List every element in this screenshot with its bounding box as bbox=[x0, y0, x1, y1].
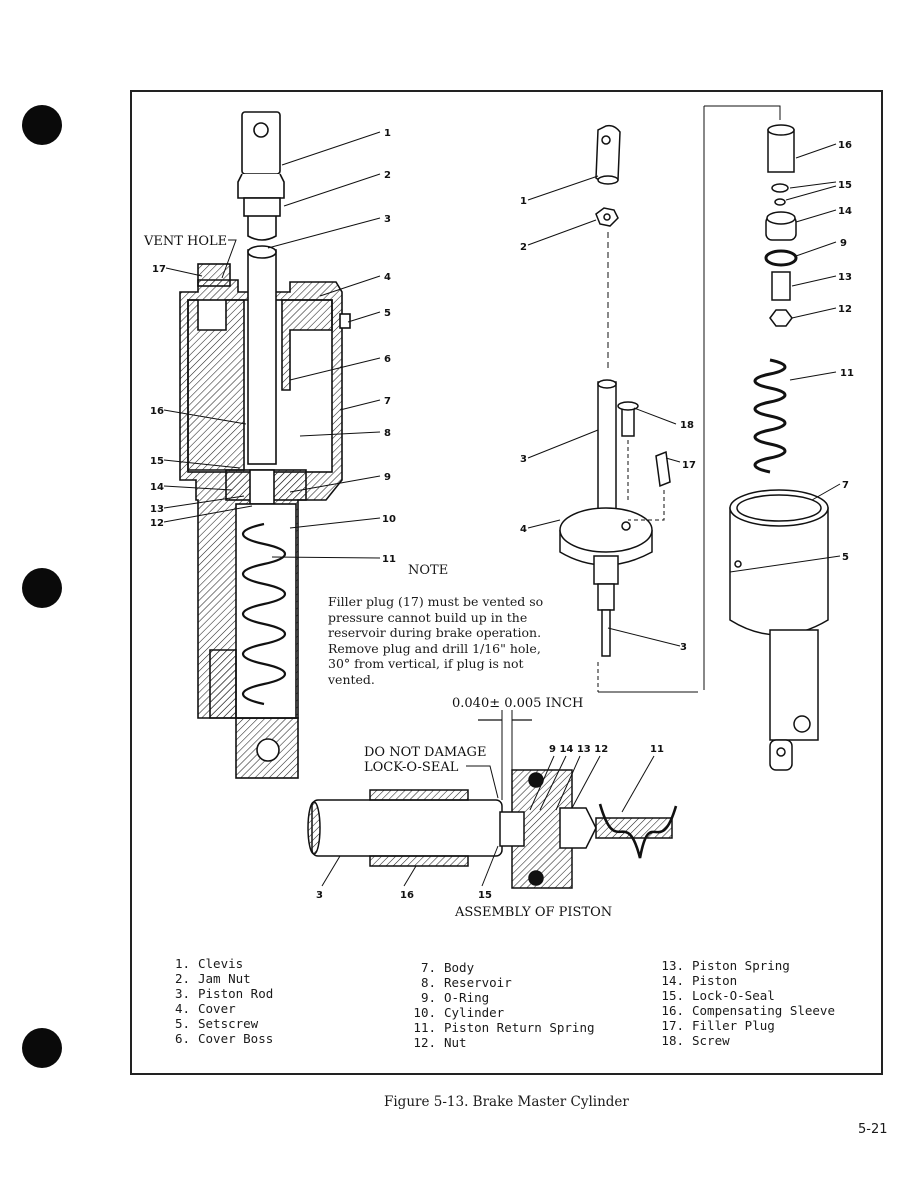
callout-14-exploded: 14 bbox=[838, 206, 852, 217]
callout-5-exploded: 5 bbox=[842, 552, 849, 563]
callout-12: 12 bbox=[150, 518, 164, 529]
detail-title: ASSEMBLY OF PISTON bbox=[454, 905, 612, 920]
legend-item: 5.Setscrew bbox=[174, 1016, 259, 1031]
callout-2: 2 bbox=[384, 170, 391, 181]
callout-3-exploded: 3 bbox=[520, 454, 527, 465]
parts-legend-column-1: 1.Clevis 2.Jam Nut 3.Piston Rod 4.Cover … bbox=[166, 956, 273, 1046]
binder-punch-hole-top bbox=[22, 105, 62, 145]
right-leaders bbox=[729, 143, 841, 573]
callout-11-exploded: 11 bbox=[840, 368, 854, 379]
right-exploded-view bbox=[598, 105, 829, 771]
sectional-view bbox=[179, 111, 351, 779]
legend-item: 1.Clevis bbox=[174, 956, 244, 971]
callout-16-exploded: 16 bbox=[838, 140, 852, 151]
callout-13: 13 bbox=[150, 504, 164, 515]
middle-leaders bbox=[527, 175, 681, 647]
figure-caption: Figure 5-13. Brake Master Cylinder bbox=[384, 1094, 629, 1110]
legend-item: 7.Body bbox=[420, 960, 475, 975]
callout-15-detail: 15 bbox=[478, 890, 492, 901]
callout-16-detail: 16 bbox=[400, 890, 414, 901]
legend-item: 15.Lock-O-Seal bbox=[661, 988, 775, 1003]
warning-line-2: LOCK-O-SEAL bbox=[364, 760, 459, 775]
parts-legend-column-3: 13.Piston Spring 14.Piston 15.Lock-O-Sea… bbox=[660, 958, 835, 1048]
callout-18: 18 bbox=[680, 420, 694, 431]
legend-item: 11.Piston Return Spring bbox=[413, 1020, 595, 1035]
legend-item: 17.Filler Plug bbox=[661, 1018, 775, 1033]
callout-5: 5 bbox=[384, 308, 391, 319]
callout-3-rod-end: 3 bbox=[680, 642, 687, 653]
callout-3-detail: 3 bbox=[316, 890, 323, 901]
note-body: Filler plug (17) must be vented so press… bbox=[328, 594, 544, 687]
binder-punch-hole-middle bbox=[22, 568, 62, 608]
legend-item: 3.Piston Rod bbox=[174, 986, 274, 1001]
callout-1-exploded: 1 bbox=[520, 196, 527, 207]
callout-9: 9 bbox=[384, 472, 391, 483]
callout-12-exploded: 12 bbox=[838, 304, 852, 315]
page-number: 5-21 bbox=[858, 1122, 888, 1137]
callout-13-exploded: 13 bbox=[838, 272, 852, 283]
callout-9-exploded: 9 bbox=[840, 238, 847, 249]
callout-17: 17 bbox=[152, 264, 166, 275]
callout-4-exploded: 4 bbox=[520, 524, 527, 535]
callout-1: 1 bbox=[384, 128, 391, 139]
sectional-leaders bbox=[163, 131, 381, 559]
callout-14: 14 bbox=[150, 482, 164, 493]
callout-15: 15 bbox=[150, 456, 164, 467]
callout-sequence-9-14-13-12: 9 14 13 12 bbox=[549, 744, 608, 755]
middle-exploded-view bbox=[559, 124, 671, 692]
callout-6: 6 bbox=[384, 354, 391, 365]
legend-item: 4.Cover bbox=[174, 1001, 236, 1016]
legend-item: 12.Nut bbox=[413, 1035, 467, 1050]
callout-3: 3 bbox=[384, 214, 391, 225]
callout-2-exploded: 2 bbox=[520, 242, 527, 253]
callout-16: 16 bbox=[150, 406, 164, 417]
legend-item: 13.Piston Spring bbox=[661, 958, 790, 973]
legend-item: 6.Cover Boss bbox=[174, 1031, 274, 1046]
callout-7-exploded: 7 bbox=[842, 480, 849, 491]
legend-item: 9.O-Ring bbox=[420, 990, 490, 1005]
note-title: NOTE bbox=[408, 563, 449, 578]
callout-8: 8 bbox=[384, 428, 391, 439]
piston-assembly-detail bbox=[307, 710, 678, 889]
legend-item: 14.Piston bbox=[661, 973, 738, 988]
figure-frame bbox=[130, 90, 883, 1075]
legend-item: 18.Screw bbox=[661, 1033, 730, 1048]
legend-item: 10.Cylinder bbox=[413, 1005, 505, 1020]
binder-punch-hole-bottom bbox=[22, 1028, 62, 1068]
legend-item: 8.Reservoir bbox=[420, 975, 512, 990]
callout-labels: VENT HOLE 1 2 3 4 5 6 7 8 9 10 11 17 16 … bbox=[143, 128, 854, 920]
vent-hole-label: VENT HOLE bbox=[143, 234, 227, 249]
callout-4: 4 bbox=[384, 272, 391, 283]
detail-leaders bbox=[321, 755, 655, 887]
parts-legend-column-2: 7.Body 8.Reservoir 9.O-Ring 10.Cylinder … bbox=[412, 960, 595, 1050]
dimension-label: 0.040± 0.005 INCH bbox=[452, 696, 583, 711]
callout-11-detail: 11 bbox=[650, 744, 664, 755]
warning-line-1: DO NOT DAMAGE bbox=[364, 745, 486, 760]
legend-item: 16.Compensating Sleeve bbox=[661, 1003, 835, 1018]
callout-10: 10 bbox=[382, 514, 396, 525]
legend-item: 2.Jam Nut bbox=[174, 971, 251, 986]
callout-11: 11 bbox=[382, 554, 396, 565]
callout-15-exploded: 15 bbox=[838, 180, 852, 191]
callout-17-exploded: 17 bbox=[682, 460, 696, 471]
callout-7: 7 bbox=[384, 396, 391, 407]
